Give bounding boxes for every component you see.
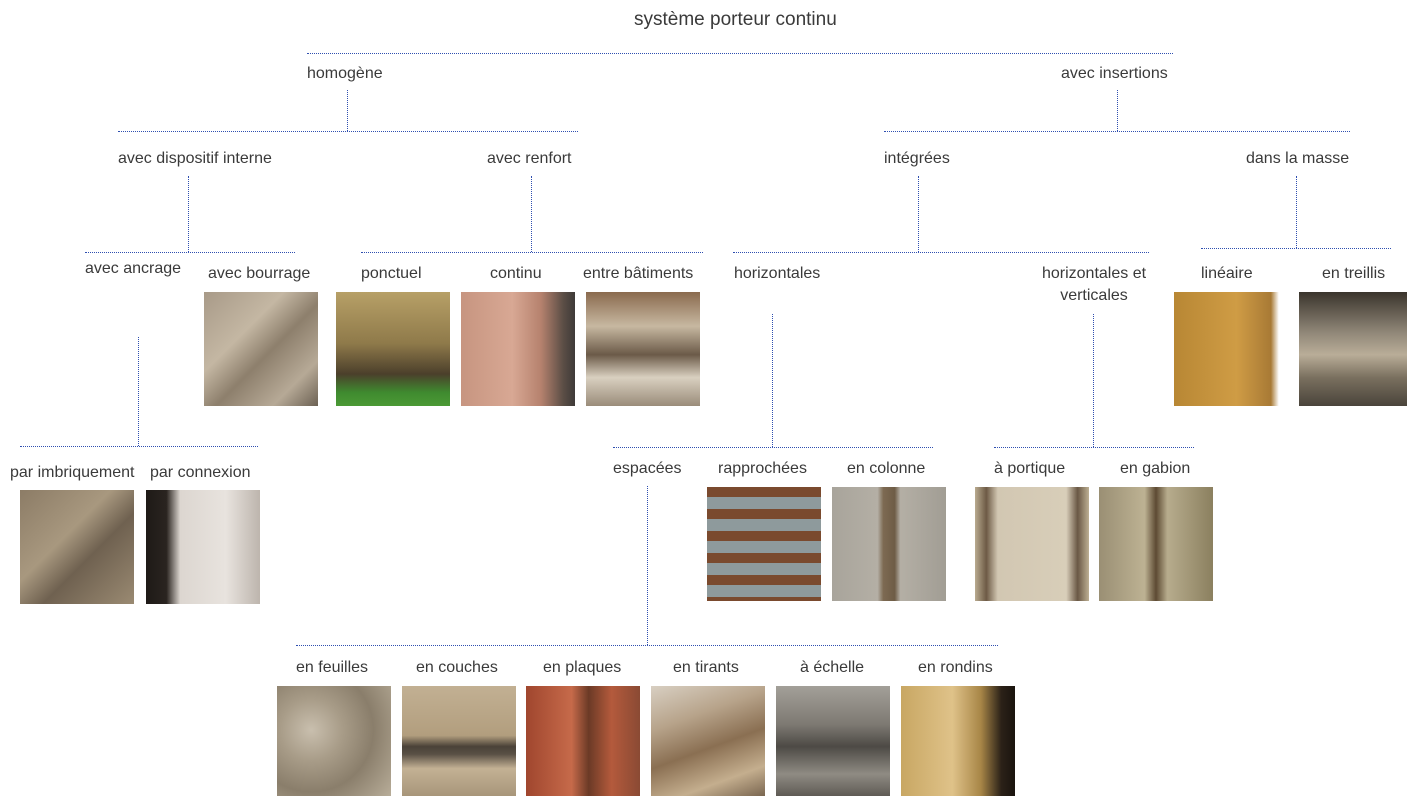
connector-ancrage [138,337,139,446]
connector-renfort [531,176,532,252]
node-en-colonne: en colonne [847,460,926,477]
connector-homogene-children [118,131,578,132]
photo-en-couches [402,686,516,796]
connector-homogene [347,90,348,131]
node-en-plaques: en plaques [543,659,622,676]
photo-en-treillis [1299,292,1407,406]
connector-integrees-children [733,252,1149,253]
node-en-tirants: en tirants [673,659,739,676]
node-avec-renfort: avec renfort [487,150,572,167]
node-horizontales: horizontales [734,265,821,282]
node-lineaire: linéaire [1201,265,1253,282]
photo-par-connexion [146,490,260,604]
node-en-gabion: en gabion [1120,460,1191,477]
connector-horiz-vert [1093,314,1094,447]
node-a-echelle: à échelle [800,659,865,676]
connector-root [307,53,1173,54]
photo-entre-batiments [586,292,700,406]
node-en-rondins: en rondins [918,659,993,676]
node-en-feuilles: en feuilles [296,659,369,676]
node-avec-ancrage: avec ancrage [85,260,182,277]
photo-en-plaques [526,686,640,796]
photo-a-portique [975,487,1089,601]
photo-bourrage [204,292,318,406]
connector-horizontales [772,314,773,447]
connector-masse-children [1201,248,1391,249]
node-entre-batiments: entre bâtiments [583,265,694,282]
node-par-imbriquement: par imbriquement [10,464,135,481]
node-dans-la-masse: dans la masse [1246,150,1350,167]
connector-insertions [1117,90,1118,131]
photo-en-colonne [832,487,946,601]
photo-lineaire [1174,292,1288,406]
connector-horizontales-children [613,447,933,448]
photo-en-feuilles [277,686,391,796]
photo-continu [461,292,575,406]
node-horizontales-et: horizontales et [1041,265,1147,282]
node-espacees: espacées [613,460,682,477]
node-ponctuel: ponctuel [361,265,422,282]
node-continu: continu [490,265,542,282]
photo-ponctuel [336,292,450,406]
photo-en-rondins [901,686,1015,796]
connector-espacees [647,486,648,645]
node-avec-insertions: avec insertions [1061,65,1168,82]
photo-rapprochees [707,487,821,601]
node-integrees: intégrées [884,150,950,167]
node-homogene: homogène [307,65,383,82]
connector-ancrage-children [20,446,258,447]
diagram-title: système porteur continu [634,9,837,30]
photo-a-echelle [776,686,890,796]
node-avec-dispositif-interne: avec dispositif interne [118,150,272,167]
connector-integrees [918,176,919,252]
connector-espacees-children [296,645,998,646]
node-verticales: verticales [1060,287,1128,304]
node-en-treillis: en treillis [1322,265,1386,282]
node-rapprochees: rapprochées [718,460,807,477]
photo-par-imbriquement [20,490,134,604]
node-en-couches: en couches [416,659,498,676]
connector-masse [1296,176,1297,248]
node-avec-bourrage: avec bourrage [208,265,311,282]
connector-dispositif-children [85,252,295,253]
connector-renfort-children [361,252,703,253]
photo-en-gabion [1099,487,1213,601]
node-par-connexion: par connexion [150,464,251,481]
photo-en-tirants [651,686,765,796]
connector-horiz-vert-children [994,447,1194,448]
node-a-portique: à portique [994,460,1066,477]
connector-dispositif [188,176,189,252]
connector-insertions-children [884,131,1350,132]
